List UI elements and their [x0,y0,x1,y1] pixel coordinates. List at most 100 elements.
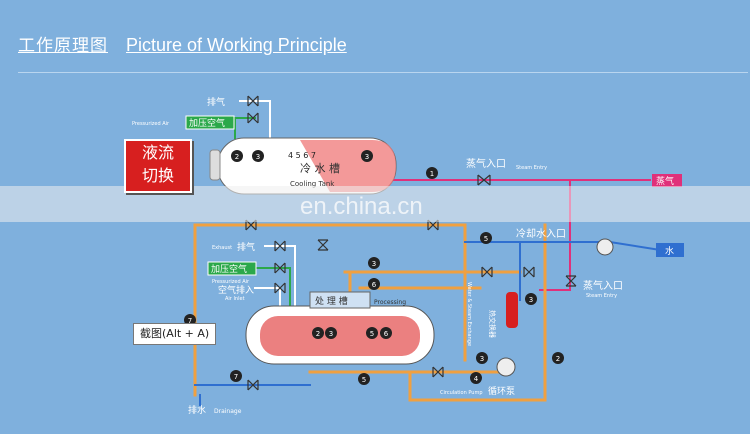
cooling-tank-label-cn: 冷 水 槽 [300,162,340,175]
header-title-cn: 工作原理图 [18,36,108,56]
callout-3-tank-right [361,150,373,162]
pressurized-air-top-en: Pressurized Air [132,121,170,127]
valve-mid-2 [523,266,535,278]
callout-3-heat-text: 3 [529,296,533,304]
steam-entry-right-en: Steam Entry [586,293,617,299]
steam-entry-top-en: Steam Entry [516,165,547,171]
drainage-cn: 排水 [188,404,206,416]
header-title-en: Picture of Working Principle [126,35,347,55]
valve-top-water [427,219,439,231]
valve-air-top [247,112,259,124]
watermark-text: en.china.cn [300,193,423,220]
water-tag [656,243,684,257]
callout-3-tank-text: 3 [256,153,260,161]
valve-exhaust-left [274,240,286,252]
callout-5-bottom-text: 5 [362,376,366,384]
pressurized-air-left-tag [207,261,257,276]
valve-mid-1 [481,266,493,278]
exhaust-pipe-top [239,100,271,140]
callout-3-mid-text: 3 [372,260,376,268]
callout-5-top-text: 5 [484,235,488,243]
pressurized-air-top-label: 加压空气 [189,117,225,129]
water-pipe-top [193,223,467,362]
cooling-tank-label-en: Cooling Tank [290,180,335,188]
callout-6-proc [380,327,392,339]
callout-7-drain [230,370,242,382]
cooling-water-entry-cn: 冷却水入口 [516,227,566,240]
valve-steam-right [565,275,577,287]
valve-bottom [432,366,444,378]
valve-drop [317,239,329,251]
screenshot-tooltip: 截图(Alt + A) [133,323,217,345]
callout-2-tank [231,150,243,162]
callout-2-proc [312,327,324,339]
valve-drain [247,379,259,391]
circulation-pump-en: Circulation Pump [440,390,483,396]
callout-3-mid [368,257,380,269]
processing-tank-label-en: Processing [374,299,406,306]
callout-3-proc-text: 3 [329,330,333,338]
circulation-pump-cn: 循环泵 [488,385,515,397]
steam-entry-right-cn: 蒸气入口 [583,279,623,292]
valve-top-left [245,219,257,231]
steam-tag [652,174,682,187]
callout-2-tank-text: 2 [235,153,239,161]
header-rule [18,72,748,73]
heat-exchanger-label: 热交换器 [488,310,497,338]
callout-2-proc-text: 2 [316,330,320,338]
callout-3-tank-right-text: 3 [365,153,369,161]
callout-5-proc-text: 5 [370,330,374,338]
steam-entry-top-cn: 蒸气入口 [466,157,506,170]
water-tag-label: 水 [665,245,674,257]
water-pump [596,238,614,256]
callout-6-mid [368,278,380,290]
pressurized-air-left-en: Pressurized Air [212,279,250,285]
flow-switch-line2: 切换 [141,166,174,185]
heat-exchanger [506,292,518,328]
valve-air-left [274,262,286,274]
callout-5-bottom [358,373,370,385]
callout-6-proc-text: 6 [384,330,389,338]
cooling-tank-numbers: 4 5 6 7 [288,151,316,160]
vertical-note: Water & Steam Exchange [466,282,472,346]
callout-7-left-text: 7 [188,317,192,325]
flow-switch-line1: 液流 [141,143,174,162]
processing-tank [245,291,435,365]
callout-3-pump [476,352,488,364]
callout-7-drain-text: 7 [234,373,238,381]
callout-6-mid-text: 6 [372,281,377,289]
drainage-en: Drainage [214,408,242,415]
callout-4-pump-text: 4 [474,375,479,383]
flow-switch-box: 液流 切换 [124,139,192,193]
air-inlet-cn: 空气排入 [218,284,254,296]
callout-5-proc [366,327,378,339]
cooling-water-pipe [464,241,662,252]
valve-steam-top [477,174,491,186]
steam-tag-label: 蒸气 [656,175,674,187]
circulation-pump [496,357,516,377]
callout-3-heat [525,293,537,305]
callout-3-pump-text: 3 [480,355,484,363]
pressurized-air-left-label: 加压空气 [211,263,247,275]
air-pipe-top [234,117,256,139]
exhaust-top-label: 排气 [207,96,225,108]
exhaust-left-cn: 排气 [237,241,255,253]
callout-4-pump [470,372,482,384]
callout-1 [426,167,438,179]
callout-2-right-text: 2 [556,355,560,363]
header: 工作原理图 Picture of Working Principle [18,30,347,56]
callout-3-proc [325,327,337,339]
processing-tank-label-cn: 处 理 槽 [315,295,348,307]
water-pipe-return [408,223,547,402]
valve-air-inlet [274,282,286,294]
callout-5-top [480,232,492,244]
callout-3-tank [252,150,264,162]
callout-1-text: 1 [430,170,434,178]
air-inlet-en: Air Inlet [225,296,245,302]
exhaust-left-en: Exhaust [212,245,232,251]
pressurized-air-top-tag [185,115,235,130]
air-inlet-pipe [254,287,281,307]
valve-exhaust-top [247,95,259,107]
callout-2-right [552,352,564,364]
